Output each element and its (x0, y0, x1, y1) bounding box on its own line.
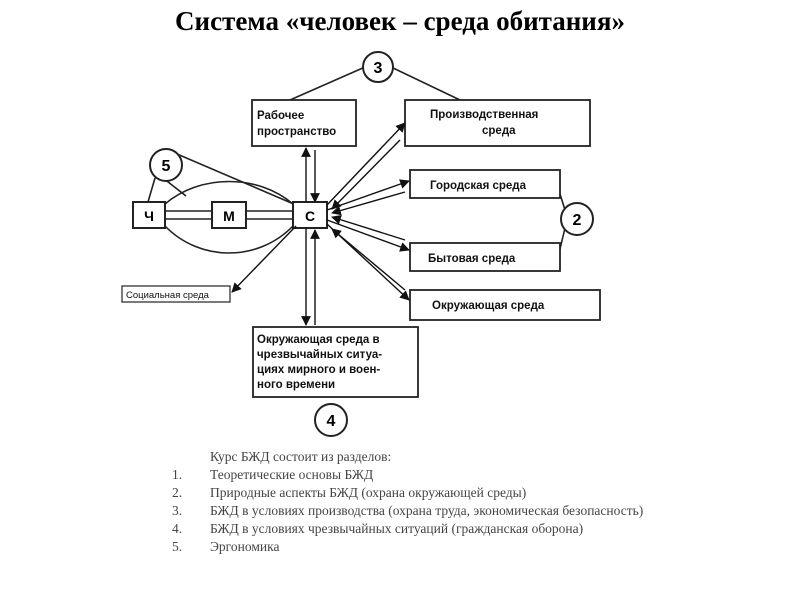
circle-3-connectors (289, 66, 461, 101)
circle-4-label: 4 (327, 413, 336, 430)
household-env-box: Бытовая среда (409, 242, 561, 272)
work-space-label-1: Рабочее (257, 110, 304, 122)
circle-2-label: 2 (573, 212, 582, 229)
svg-text:Окружающая среда в чрезв: Окружающая среда в чрезвычайных ситуа- ц… (257, 334, 385, 391)
work-space-label-2: пространство (257, 126, 336, 138)
course-sections: Курс БЖД состоит из разделов: 1. Теорети… (172, 448, 650, 556)
course-item: 1. Теоретические основы БЖД (172, 466, 650, 484)
environment-box: С (292, 201, 328, 229)
course-item-number: 1. (172, 467, 183, 482)
course-item-number: 4. (172, 521, 183, 536)
course-intro: Курс БЖД состоит из разделов: (210, 449, 392, 464)
course-item-text: Природные аспекты БЖД (охрана окружающей… (210, 485, 527, 500)
course-item-text: Эргономика (210, 539, 280, 554)
human-label: Ч (144, 208, 154, 224)
production-env-label-2: среда (482, 125, 516, 137)
course-item-text: БЖД в условиях производства (охрана труд… (210, 503, 644, 518)
course-item: 5. Эргономика (172, 538, 650, 556)
emergency-env-label-3: циях мирного и воен- (257, 364, 380, 376)
human-machine-links (164, 180, 294, 254)
svg-text:Рабочее пространство: Рабочее пространство (257, 110, 336, 138)
urban-env-box: Городская среда (409, 169, 561, 199)
svg-text:Производственная среда: Производственная среда (430, 109, 542, 137)
circle-5: 5 (149, 148, 183, 182)
machine-label: М (223, 208, 235, 224)
course-item-number: 3. (172, 503, 183, 518)
course-item-text: БЖД в условиях чрезвычайных ситуаций (гр… (210, 521, 584, 536)
circle-5-label: 5 (162, 158, 171, 175)
course-item: 2. Природные аспекты БЖД (охрана окружаю… (172, 484, 650, 502)
circle-2: 2 (560, 202, 594, 236)
emergency-env-label-1: Окружающая среда в (257, 334, 380, 346)
surrounding-env-label: Окружающая среда (432, 300, 545, 312)
page-title: Система «человек – среда обитания» (175, 6, 625, 36)
production-env-box: Производственная среда (404, 99, 591, 147)
course-item: 3. БЖД в условиях производства (охрана т… (172, 502, 650, 520)
work-space-box: Рабочее пространство (251, 99, 357, 147)
environment-arrows (231, 122, 410, 326)
social-env-label: Социальная среда (126, 290, 210, 301)
production-env-label-1: Производственная (430, 109, 538, 121)
course-item-text: Теоретические основы БЖД (210, 467, 374, 482)
system-diagram: 3 Рабочее пространство Производственная … (121, 51, 601, 437)
urban-env-label: Городская среда (430, 180, 527, 192)
circle-3-label: 3 (374, 60, 383, 77)
machine-box: М (211, 201, 247, 229)
circle-2-connectors (559, 193, 566, 250)
course-item-number: 2. (172, 485, 183, 500)
environment-label: С (305, 208, 315, 224)
course-item: 4. БЖД в условиях чрезвычайных ситуаций … (172, 520, 650, 538)
emergency-env-box: Окружающая среда в чрезвычайных ситуа- ц… (252, 326, 419, 398)
emergency-env-label-2: чрезвычайных ситуа- (257, 349, 382, 361)
emergency-env-label-4: ного времени (257, 379, 335, 391)
household-env-label: Бытовая среда (428, 253, 516, 265)
social-env-box: Социальная среда (121, 285, 231, 303)
circle-3: 3 (362, 51, 394, 83)
circle-4: 4 (314, 403, 348, 437)
course-item-number: 5. (172, 539, 183, 554)
surrounding-env-box: Окружающая среда (409, 289, 601, 321)
human-box: Ч (132, 201, 166, 229)
